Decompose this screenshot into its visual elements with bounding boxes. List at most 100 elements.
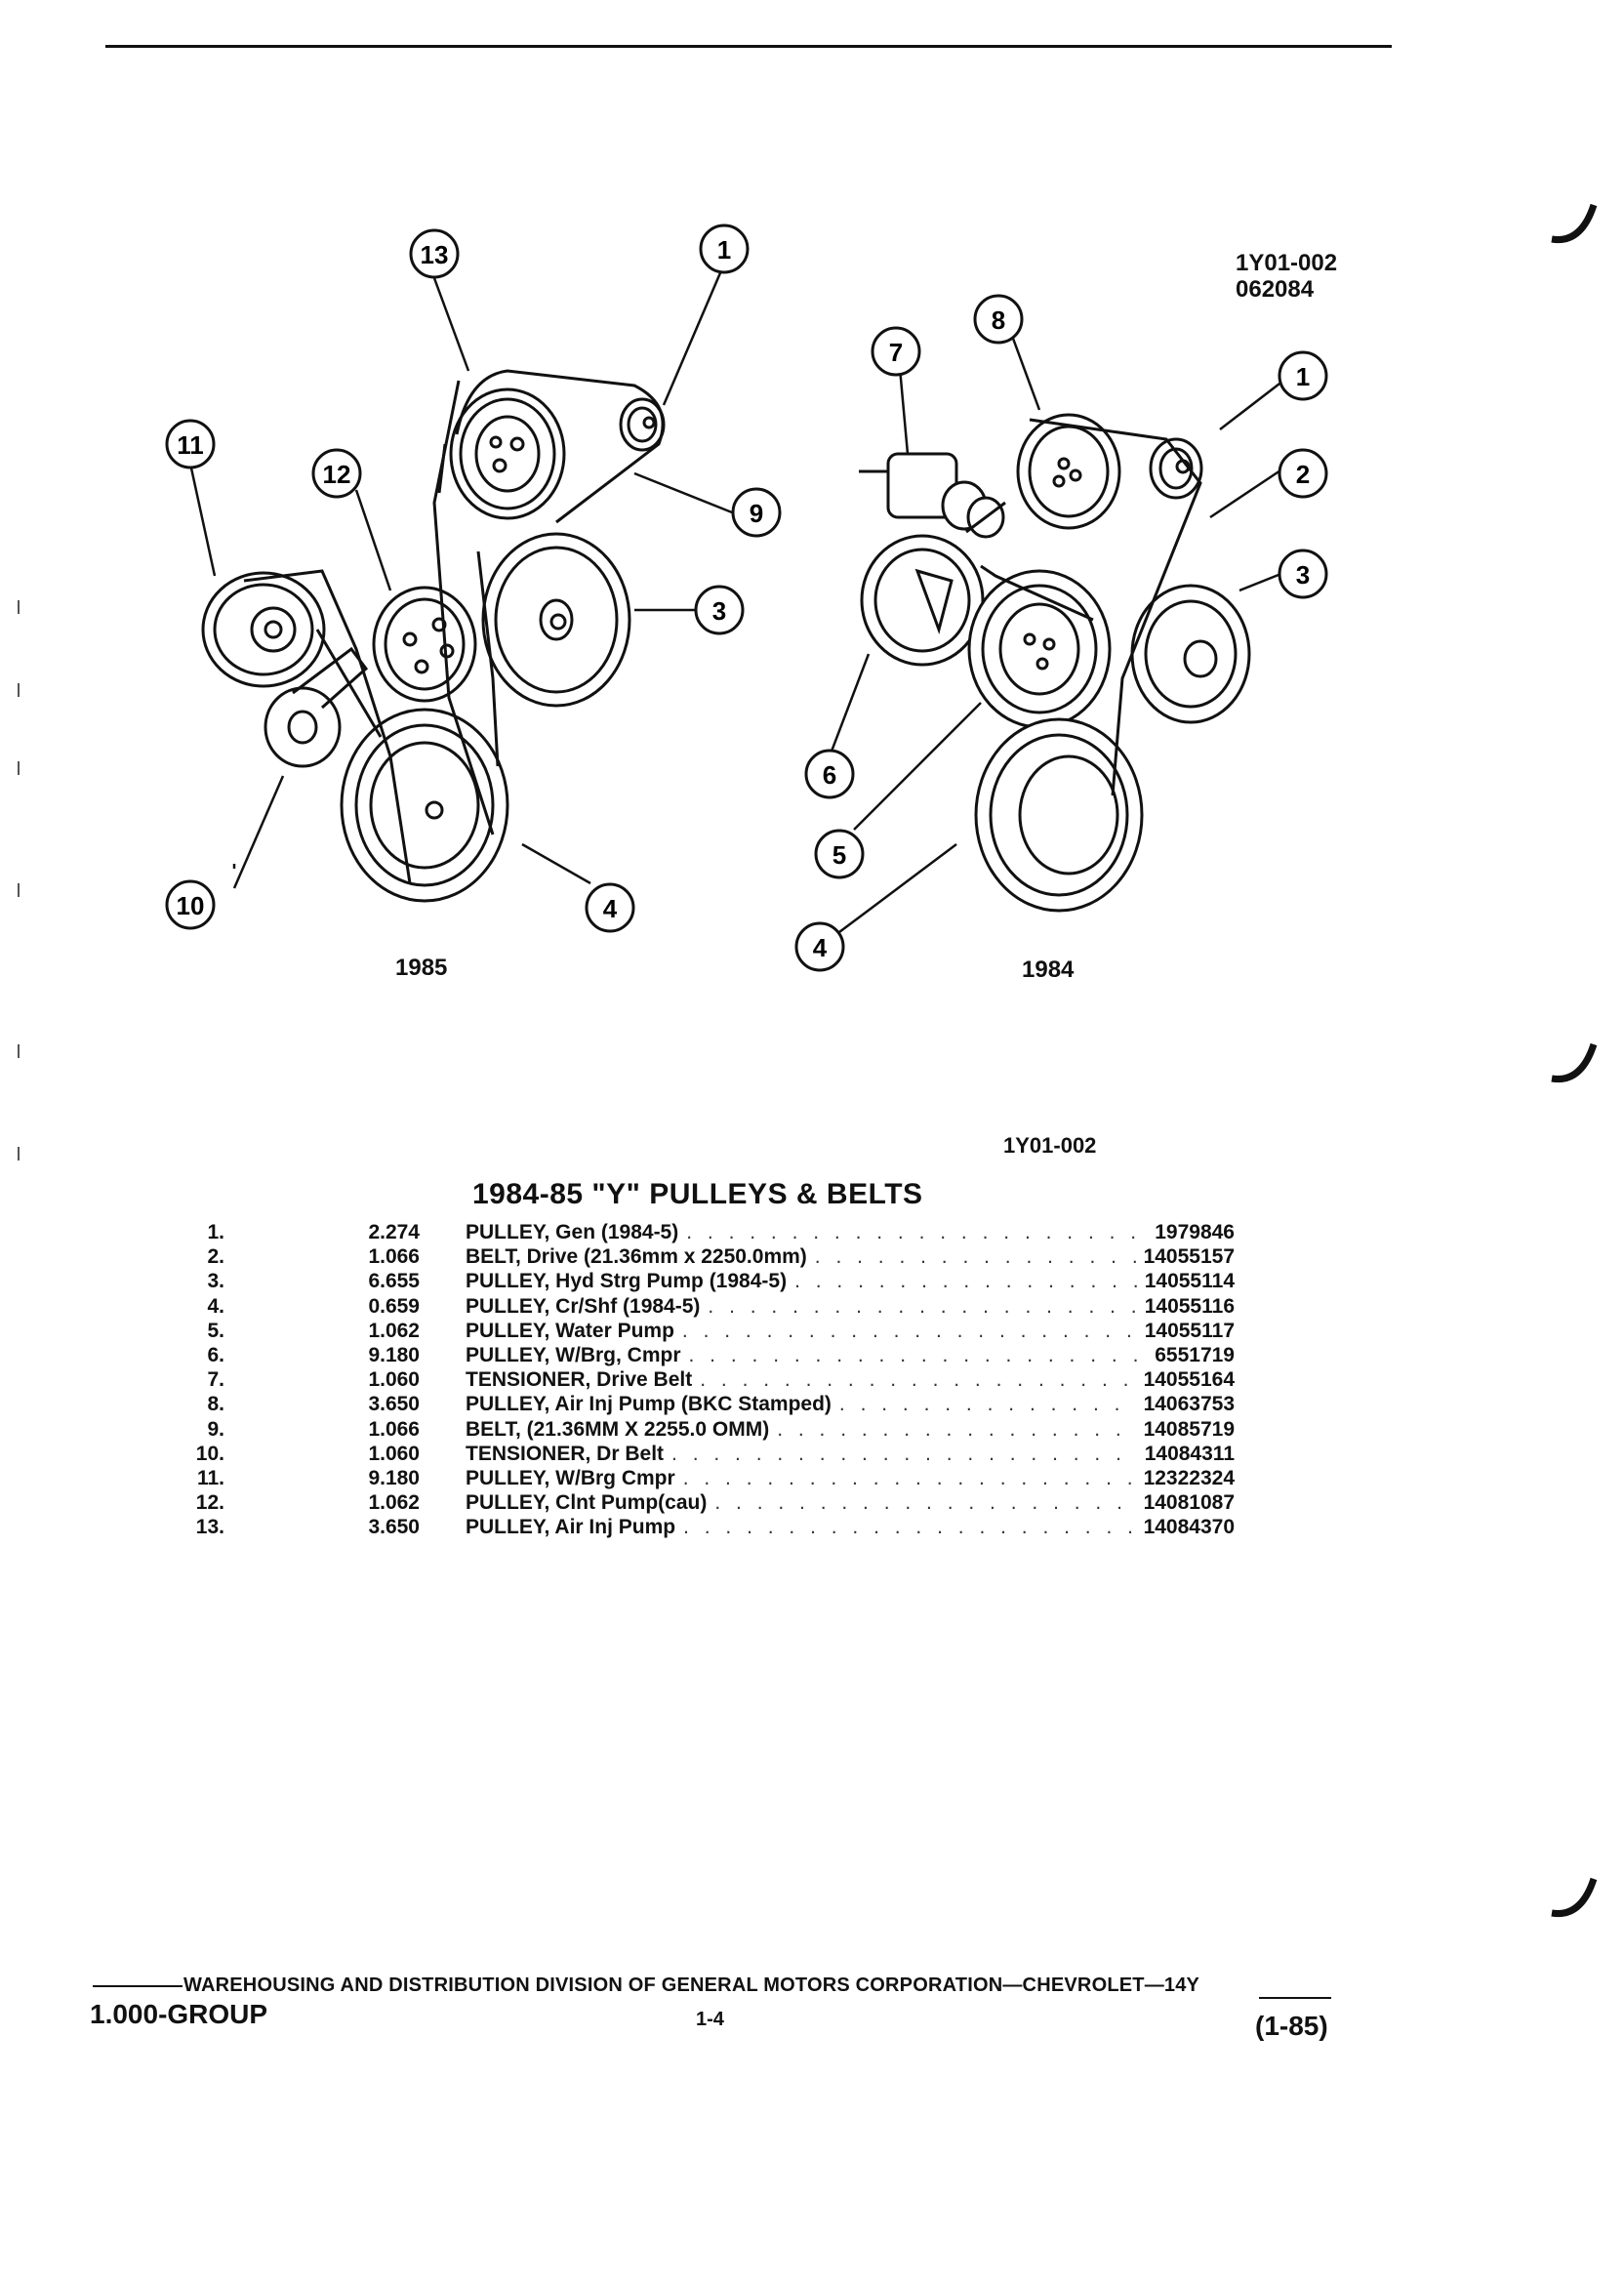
svg-text:2: 2 (1296, 460, 1310, 489)
svg-text:1: 1 (717, 235, 731, 265)
tensioner-10-left (264, 646, 369, 768)
reference-label: 1Y01-002 (1003, 1133, 1097, 1158)
margin-mark (18, 761, 20, 775)
callout-4-right: 4 (794, 921, 845, 972)
part-description: PULLEY, Water Pump . . . . . . . . . . . … (466, 1319, 1137, 1343)
part-catalog-number: 1979846 (1155, 1221, 1235, 1243)
leader-dots: . . . . . . . . . . . . . . . . . . . . … (681, 1319, 1137, 1342)
part-row: 6. 9.180 PULLEY, W/Brg, Cmpr. . . . . . . … (181, 1343, 1235, 1367)
part-description-text: PULLEY, Gen (1984-5) (466, 1221, 679, 1243)
part-number-index: 6. (207, 1343, 224, 1366)
callout-9-left: 9 (731, 487, 782, 538)
part-quantity: 1.060 (368, 1442, 420, 1465)
part-description: PULLEY, Air Inj Pump. . . . . . . . . . … (466, 1515, 1137, 1539)
part-number-index: 1. (207, 1221, 224, 1243)
svg-text:13: 13 (421, 240, 449, 269)
callout-11-left: 11 (165, 419, 216, 469)
svg-text:10: 10 (177, 891, 205, 920)
pulley-4-right (974, 717, 1144, 913)
margin-mark (18, 1044, 20, 1058)
pulley-12-left (372, 586, 477, 703)
pulley-3-left (481, 532, 631, 708)
part-quantity: 6.655 (368, 1270, 420, 1293)
pulley-13-left (449, 387, 566, 520)
belt-left-mid (476, 550, 500, 767)
leader-dots: . . . . . . . . . . . . . . . . . . . . … (686, 1221, 1137, 1243)
pulley-belt-diagram: 13 1 11 12 9 3 10 4 (146, 210, 1366, 991)
callout-7-right: 7 (871, 326, 921, 377)
part-description-text: PULLEY, Hyd Strg Pump (1984-5) (466, 1270, 788, 1293)
part-number-index: 9. (207, 1417, 224, 1441)
part-catalog-number: 12322324 (1143, 1466, 1235, 1489)
section-title: 1984-85 "Y" PULLEYS & BELTS (472, 1178, 923, 1210)
svg-text:3: 3 (712, 596, 726, 626)
part-description: PULLEY, Hyd Strg Pump (1984-5) . . . . . … (466, 1269, 1137, 1293)
part-description-text: BELT, Drive (21.36mm x 2250.0mm) (466, 1245, 807, 1269)
svg-text:5: 5 (832, 840, 846, 870)
part-quantity: 0.659 (368, 1294, 420, 1318)
part-row: 3. 6.655 PULLEY, Hyd Strg Pump (1984-5) . .… (181, 1269, 1235, 1293)
drawing-id-date: 062084 (1236, 276, 1315, 303)
pulley-6-right (860, 534, 985, 667)
part-description: PULLEY, W/Brg, Cmpr. . . . . . . . . . .… (466, 1343, 1137, 1367)
leader-dots: . . . . . . . . . . . . . . . . . . . . … (671, 1442, 1137, 1465)
callout-5-right: 5 (814, 829, 865, 879)
belt-left-vertical (432, 380, 495, 835)
part-description: BELT, (21.36MM X 2255.0 OMM). . . . . . … (466, 1417, 1137, 1442)
pulley-belt-illustration: 13 1 11 12 9 3 10 4 (165, 224, 1328, 972)
leader-dots: . . . . . . . . . . . . . . . . . . . . … (838, 1393, 1137, 1416)
margin-mark (18, 600, 20, 614)
part-number-index: 10. (195, 1442, 224, 1465)
part-catalog-number: 14084311 (1144, 1442, 1235, 1465)
pulley-1-right (1149, 437, 1203, 500)
callout-3-left: 3 (694, 585, 745, 635)
part-description-text: PULLEY, Air Inj Pump (466, 1516, 676, 1539)
part-quantity: 2.274 (368, 1221, 420, 1243)
part-catalog-number: 14055114 (1144, 1270, 1235, 1293)
part-number-index: 2. (207, 1245, 224, 1269)
svg-text:4: 4 (813, 933, 828, 962)
part-number-index: 5. (207, 1319, 224, 1342)
callout-1-left: 1 (699, 224, 750, 274)
svg-text:7: 7 (889, 338, 903, 367)
callout-6-right: 6 (804, 749, 855, 799)
part-number-index: 12. (195, 1491, 224, 1515)
part-quantity: 9.180 (368, 1343, 420, 1366)
margin-mark (18, 883, 20, 897)
svg-text:6: 6 (823, 760, 836, 790)
callout-3-right: 3 (1278, 549, 1328, 599)
part-number-index: 3. (207, 1270, 224, 1293)
part-catalog-number: 14063753 (1143, 1393, 1235, 1416)
part-quantity: 1.062 (368, 1319, 420, 1342)
callout-8-right: 8 (973, 294, 1024, 345)
belt-left-inner (315, 629, 383, 738)
part-description-text: PULLEY, Clnt Pump(cau) (466, 1491, 708, 1515)
part-row: 5. 1.062 PULLEY, Water Pump . . . . . . . .… (181, 1319, 1235, 1343)
part-quantity: 9.180 (368, 1466, 420, 1489)
year-label-left: 1985 (395, 955, 448, 981)
pulley-4-left (340, 708, 509, 903)
year-label-right: 1984 (1022, 957, 1075, 983)
part-description: PULLEY, Gen (1984-5) . . . . . . . . . . … (466, 1220, 1137, 1244)
tensioner-7-right (859, 452, 1005, 539)
part-quantity: 3.650 (368, 1516, 420, 1539)
callout-1-right: 1 (1278, 350, 1328, 401)
footer-rule-right (1259, 1997, 1331, 1999)
part-description: TENSIONER, Drive Belt. . . . . . . . . .… (466, 1367, 1137, 1392)
belt-left-lower (243, 569, 412, 884)
part-description-text: PULLEY, Air Inj Pump (BKC Stamped) (466, 1393, 832, 1416)
part-row: 1. 2.274 PULLEY, Gen (1984-5) . . . . . . .… (181, 1220, 1235, 1244)
binder-hook-mark (1551, 203, 1598, 244)
svg-text:12: 12 (323, 460, 351, 489)
part-description-text: PULLEY, Water Pump (466, 1319, 674, 1342)
leader-dots: . . . . . . . . . . . . . . . . . . . . … (794, 1270, 1137, 1293)
top-rule (105, 45, 1392, 48)
part-description: BELT, Drive (21.36mm x 2250.0mm). . . . … (466, 1244, 1137, 1269)
svg-text:1: 1 (1296, 362, 1310, 391)
callout-13-left: 13 (409, 228, 460, 279)
footer-division: WAREHOUSING AND DISTRIBUTION DIVISION OF… (183, 1975, 1200, 1996)
part-number-index: 7. (207, 1368, 224, 1392)
